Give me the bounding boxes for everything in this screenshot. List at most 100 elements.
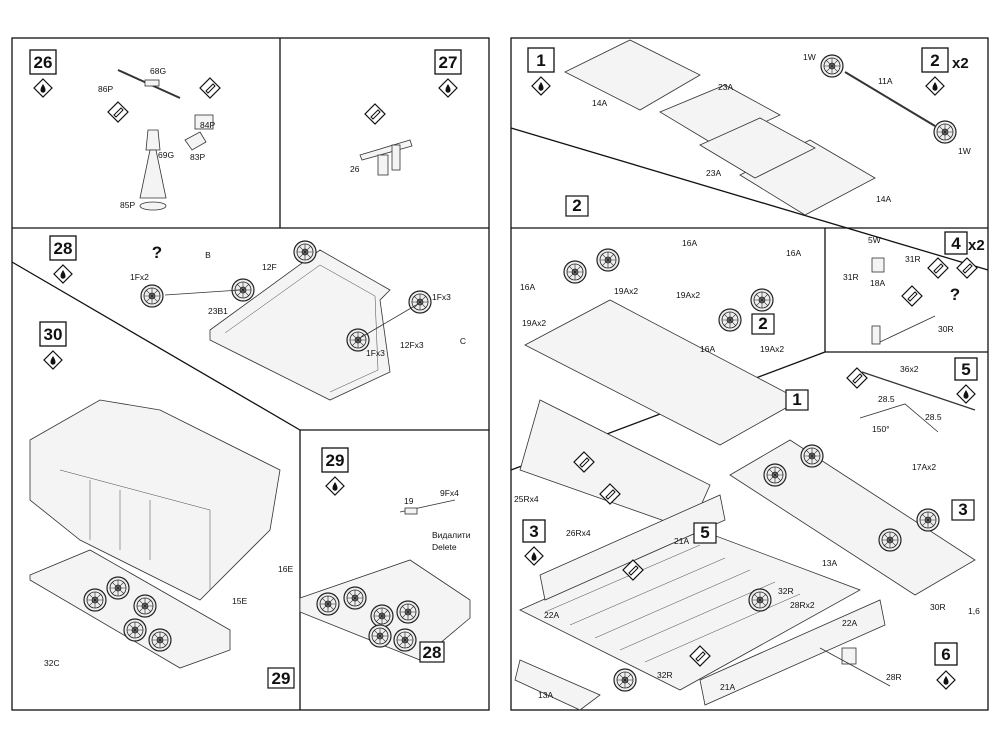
step-26: 26 68G 86P 84P 83P 69G 85P xyxy=(29,49,221,211)
label-32R: 32R xyxy=(778,586,794,596)
label-21A-b: 21A xyxy=(720,682,735,692)
step-1-number: 1 xyxy=(536,51,545,70)
label-68G: 68G xyxy=(150,66,166,76)
label-23B1: 23B1 xyxy=(208,306,228,316)
ref-step-2-b: 2 xyxy=(758,314,767,333)
step-26-number: 26 xyxy=(34,53,53,72)
step-2-multiplier: x2 xyxy=(952,55,969,72)
label-1Fx3-b: 1Fx3 xyxy=(366,348,385,358)
label-19Ax2-c: 19Ax2 xyxy=(522,318,546,328)
circle-B: B xyxy=(205,250,211,260)
dim-28-5-b: 28.5 xyxy=(925,412,942,422)
label-13A-b: 13A xyxy=(538,690,553,700)
ref-step-3: 3 xyxy=(958,500,967,519)
step-5: 5 36x2 28.5 28.5 150° 17Ax2 xyxy=(846,357,978,472)
label-11A: 11A xyxy=(878,76,893,86)
step-6-number: 6 xyxy=(941,645,950,664)
label-31R-b: 31R xyxy=(905,254,921,264)
label-14A-b: 14A xyxy=(876,194,891,204)
step-26-badge xyxy=(29,49,57,75)
label-22A: 22A xyxy=(544,610,559,620)
label-19: 19 xyxy=(404,496,414,506)
label-26-ref: 26 xyxy=(350,164,360,174)
panel-borders xyxy=(11,37,989,711)
label-32C: 32C xyxy=(44,658,60,668)
label-83P: 83P xyxy=(190,152,205,162)
label-28Rx2: 28Rx2 xyxy=(790,600,815,610)
label-14A: 14A xyxy=(592,98,607,108)
label-delete-ua: Видалити xyxy=(432,530,471,540)
step-28: 28 ? B C 1Fx2 12F 23B1 1Fx3 1Fx3 12Fx3 xyxy=(49,235,466,401)
step-27: 27 26 xyxy=(350,49,462,176)
label-16A: 16A xyxy=(682,238,697,248)
step-29: 29 19 9Fx4 Видалити Delete 28 xyxy=(299,447,471,663)
dim-28-5-a: 28.5 xyxy=(878,394,895,404)
step-4-number: 4 xyxy=(951,234,961,253)
wheel-icon xyxy=(140,284,164,308)
label-30R: 30R xyxy=(938,324,954,334)
label-15E: 15E xyxy=(232,596,247,606)
label-26Rx4: 26Rx4 xyxy=(566,528,591,538)
label-86P: 86P xyxy=(98,84,113,94)
step-5-number: 5 xyxy=(961,360,970,379)
label-16E: 16E xyxy=(278,564,293,574)
label-23A-b: 23A xyxy=(706,168,721,178)
glue-icon xyxy=(524,546,544,566)
label-21A: 21A xyxy=(674,536,689,546)
ref-step-1: 1 xyxy=(792,390,801,409)
step-2-number: 2 xyxy=(930,51,939,70)
ref-step-29: 29 xyxy=(272,669,291,688)
label-69G: 69G xyxy=(158,150,174,160)
label-12Fx3: 12Fx3 xyxy=(400,340,424,350)
label-1Fx2: 1Fx2 xyxy=(130,272,149,282)
glue-icon xyxy=(956,384,976,404)
step-3: 3 21A 5 13A 22A 22A 32R 28Rx2 32R 13A 21… xyxy=(514,494,886,711)
ref-step-2-a: 2 xyxy=(572,196,581,215)
glue-icon xyxy=(325,476,345,496)
label-16A-b: 16A xyxy=(786,248,801,258)
glue-icon xyxy=(53,264,73,284)
step-30: 30 15E 16E 32C 29 xyxy=(29,321,295,689)
step-3-number: 3 xyxy=(529,522,538,541)
label-1W-b: 1W xyxy=(958,146,971,156)
dim-1-6: 1,6 xyxy=(968,606,980,616)
label-16A-d: 16A xyxy=(700,344,715,354)
label-19Ax2-d: 19Ax2 xyxy=(760,344,784,354)
label-32R-b: 32R xyxy=(657,670,673,680)
glue-icon xyxy=(925,76,945,96)
step-1: 1 14A 23A 23A 14A xyxy=(527,39,891,216)
label-13A: 13A xyxy=(822,558,837,568)
label-31R: 31R xyxy=(843,272,859,282)
chassis-assembly: 3 30R 1,6 xyxy=(729,439,980,616)
glue-icon xyxy=(936,670,956,690)
label-22A-b: 22A xyxy=(842,618,857,628)
label-85P: 85P xyxy=(120,200,135,210)
label-delete-en: Delete xyxy=(432,542,457,552)
label-5W: 5W xyxy=(868,235,881,245)
wheel-icon xyxy=(820,54,844,78)
bogie-assembly: 2 16A 16A 16A 16A 19Ax2 19Ax2 19Ax2 19Ax… xyxy=(514,195,809,538)
step-4-multiplier: x2 xyxy=(968,237,985,254)
label-9Fx4: 9Fx4 xyxy=(440,488,459,498)
circle-C: C xyxy=(460,336,466,346)
label-16A-c: 16A xyxy=(520,282,535,292)
glue-icon xyxy=(438,78,458,98)
help-question-mark: ? xyxy=(152,243,162,262)
label-19Ax2-a: 19Ax2 xyxy=(614,286,638,296)
label-12F: 12F xyxy=(262,262,277,272)
label-1Fx3: 1Fx3 xyxy=(432,292,451,302)
glue-icon xyxy=(531,76,551,96)
label-1W: 1W xyxy=(803,52,816,62)
step-27-number: 27 xyxy=(439,53,458,72)
label-23A: 23A xyxy=(718,82,733,92)
label-19Ax2-b: 19Ax2 xyxy=(676,290,700,300)
help-question-mark-2: ? xyxy=(950,285,960,304)
step-28-number: 28 xyxy=(54,239,73,258)
label-25Rx4: 25Rx4 xyxy=(514,494,539,504)
step-30-number: 30 xyxy=(44,325,63,344)
step-2: 2 x2 1W 11A 1W xyxy=(803,47,971,156)
step-6: 6 28R xyxy=(819,642,958,690)
step-29-number: 29 xyxy=(326,451,345,470)
label-84P: 84P xyxy=(200,120,215,130)
